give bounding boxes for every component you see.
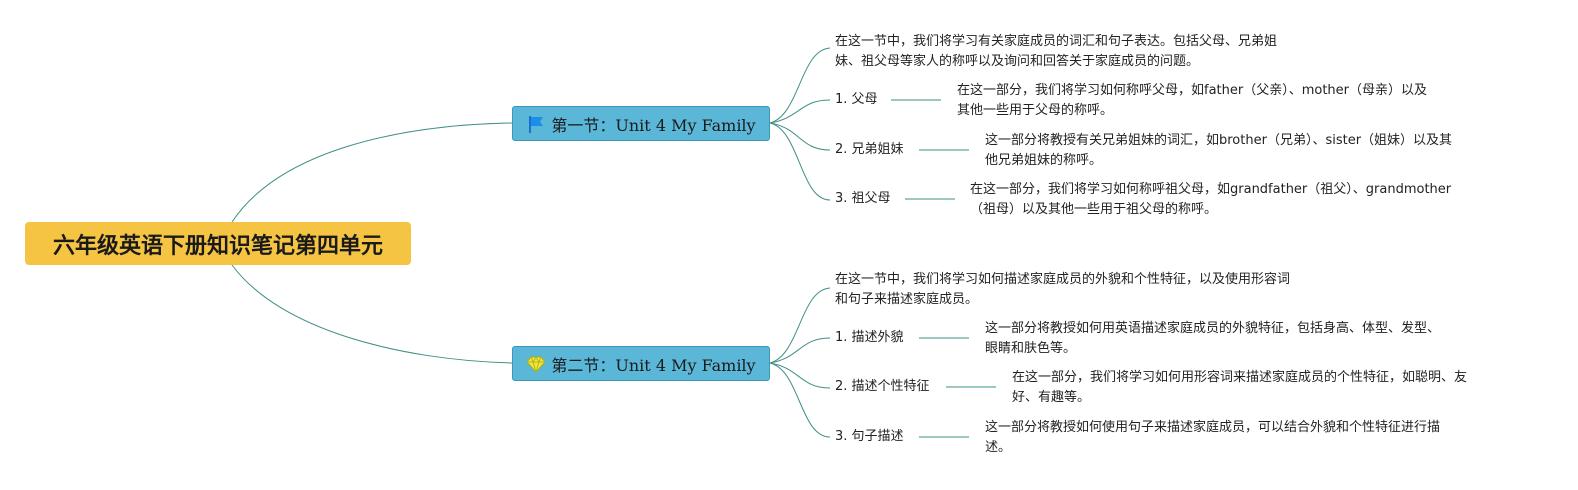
section-1-intro-line-2: 妹、祖父母等家人的称呼以及询问和回答关于家庭成员的问题。 [835, 54, 1200, 69]
section-1-item-1-desc-line-1: 在这一部分，我们将学习如何称呼父母，如father（父亲）、mother（母亲）… [957, 83, 1428, 98]
section-1-intro-line-1: 在这一节中，我们将学习有关家庭成员的词汇和句子表达。包括父母、兄弟姐 [835, 34, 1278, 49]
connector-s2-intro [769, 287, 831, 364]
section-1-item-2-desc-line-2: 他兄弟姐妹的称呼。 [985, 153, 1103, 168]
section-2-title: 第二节：Unit 4 My Family [551, 355, 756, 375]
section-2-item-3-desc-line-2: 述。 [985, 440, 1012, 455]
section-1-item-2-desc[interactable]: 这一部分将教授有关兄弟姐妹的词汇，如brother（兄弟）、sister（姐妹）… [985, 131, 1452, 171]
connector-root-section-2 [231, 264, 513, 364]
diamond-icon [526, 354, 547, 374]
section-2-item-3-label[interactable]: 3. 句子描述 [835, 429, 904, 444]
section-2-item-2-desc-line-2: 好、有趣等。 [1012, 390, 1091, 405]
section-1-item-3-label[interactable]: 3. 祖父母 [835, 191, 891, 206]
flag-icon [526, 114, 546, 134]
section-2-item-2-desc[interactable]: 在这一部分，我们将学习如何用形容词来描述家庭成员的个性特征，如聪明、友 好、有趣… [1012, 368, 1467, 408]
section-1-item-3-desc-line-1: 在这一部分，我们将学习如何称呼祖父母，如grandfather（祖父）、gran… [970, 182, 1452, 197]
connector-root-section-1 [231, 122, 513, 223]
section-2-item-2-desc-line-1: 在这一部分，我们将学习如何用形容词来描述家庭成员的个性特征，如聪明、友 [1012, 370, 1468, 385]
section-2-intro-line-2: 和句子来描述家庭成员。 [835, 292, 979, 307]
section-1-item-1-desc-line-2: 其他一些用于父母的称呼。 [957, 103, 1114, 118]
section-1-item-1-label[interactable]: 1. 父母 [835, 92, 878, 107]
section-2-item-1-desc-line-1: 这一部分将教授如何用英语描述家庭成员的外貌特征，包括身高、体型、发型、 [985, 321, 1441, 336]
section-2-intro-line-1: 在这一节中，我们将学习如何描述家庭成员的外貌和个性特征，以及使用形容词 [835, 272, 1291, 287]
section-1-item-1-desc[interactable]: 在这一部分，我们将学习如何称呼父母，如father（父亲）、mother（母亲）… [957, 81, 1427, 121]
connector-s1-item1 [769, 99, 831, 124]
section-2-topic[interactable]: 第二节：Unit 4 My Family [512, 346, 770, 381]
section-1-topic[interactable]: 第一节：Unit 4 My Family [512, 106, 770, 141]
section-2-item-1-label[interactable]: 1. 描述外貌 [835, 330, 904, 345]
section-2-item-2-label[interactable]: 2. 描述个性特征 [835, 379, 930, 394]
connector-s2-item3 [769, 362, 831, 438]
root-title: 六年级英语下册知识笔记第四单元 [52, 233, 383, 259]
root-topic[interactable]: 六年级英语下册知识笔记第四单元 [25, 222, 411, 265]
connector-s1-intro [769, 47, 831, 124]
section-2-item-1-desc-line-2: 眼睛和肤色等。 [985, 341, 1077, 356]
section-2-item-3-desc-line-1: 这一部分将教授如何使用句子来描述家庭成员，可以结合外貌和个性特征进行描 [985, 420, 1441, 435]
connector-s1-item2 [769, 122, 831, 151]
section-2-intro[interactable]: 在这一节中，我们将学习如何描述家庭成员的外貌和个性特征，以及使用形容词 和句子来… [835, 270, 1290, 310]
connector-s1-item3 [769, 122, 831, 201]
section-1-item-2-label[interactable]: 2. 兄弟姐妹 [835, 142, 904, 157]
section-1-intro[interactable]: 在这一节中，我们将学习有关家庭成员的词汇和句子表达。包括父母、兄弟姐 妹、祖父母… [835, 32, 1277, 72]
section-1-item-3-desc[interactable]: 在这一部分，我们将学习如何称呼祖父母，如grandfather（祖父）、gran… [970, 180, 1451, 220]
connector-s2-item2 [769, 362, 831, 389]
section-1-item-3-desc-line-2: （祖母）以及其他一些用于祖父母的称呼。 [970, 202, 1218, 217]
section-2-item-1-desc[interactable]: 这一部分将教授如何用英语描述家庭成员的外貌特征，包括身高、体型、发型、 眼睛和肤… [985, 319, 1440, 359]
section-2-item-3-desc[interactable]: 这一部分将教授如何使用句子来描述家庭成员，可以结合外貌和个性特征进行描 述。 [985, 418, 1440, 458]
connector-s2-item1 [769, 337, 831, 364]
section-1-title: 第一节：Unit 4 My Family [551, 115, 756, 135]
section-1-item-2-desc-line-1: 这一部分将教授有关兄弟姐妹的词汇，如brother（兄弟）、sister（姐妹）… [985, 133, 1453, 148]
